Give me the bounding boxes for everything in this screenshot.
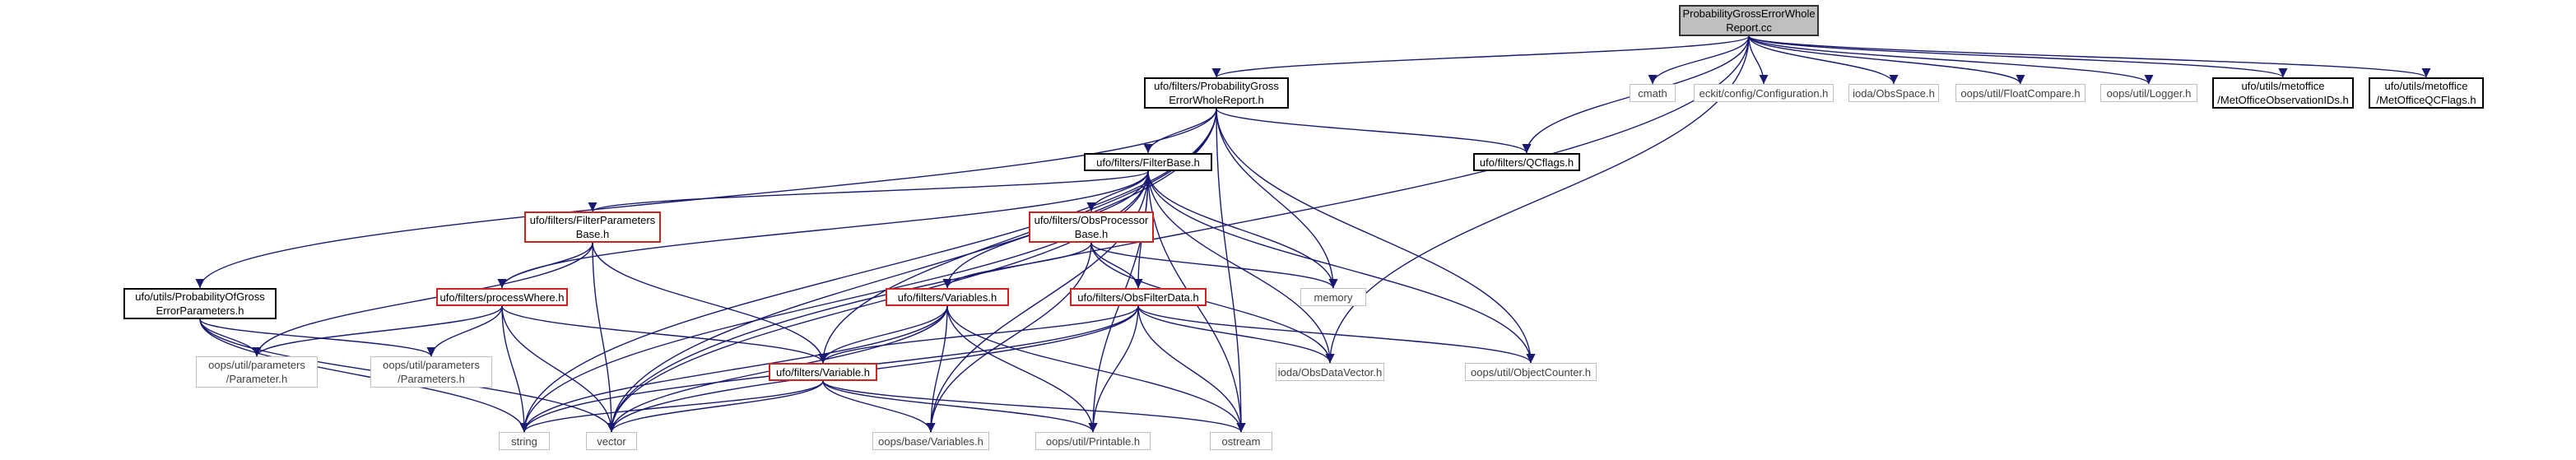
edge-processwhere-to-parameter bbox=[252, 305, 503, 357]
node-variables-h[interactable]: ufo/filters/Variables.h bbox=[886, 288, 1009, 306]
node-obsdatavector[interactable]: ioda/ObsDataVector.h bbox=[1276, 363, 1384, 381]
node-root[interactable]: ProbabilityGrossErrorWhole Report.cc bbox=[1679, 5, 1819, 36]
edge-obsprocessor-to-memory bbox=[1090, 242, 1338, 289]
edge-obsprocessor-to-variables-h bbox=[942, 242, 1092, 289]
edge-root-to-floatcompare bbox=[1748, 35, 2025, 85]
edge-filterbase-to-vector bbox=[607, 170, 1149, 433]
edge-root-to-ioda-obsspace bbox=[1748, 35, 1899, 85]
edge-filterbase-to-objectcounter bbox=[1147, 170, 1536, 364]
node-base-variables[interactable]: oops/base/Variables.h bbox=[872, 432, 989, 450]
edge-obsfilterdata-to-variable-h bbox=[818, 305, 1139, 364]
edge-filterbase-to-string bbox=[519, 170, 1149, 433]
edge-filterbase-to-obsdatavector bbox=[1147, 170, 1335, 364]
node-filterparams[interactable]: ufo/filters/FilterParameters Base.h bbox=[524, 211, 661, 243]
edge-obsfilterdata-to-printable bbox=[1088, 305, 1139, 433]
edge-root-to-obsdatavector bbox=[1325, 35, 1750, 364]
edge-variables-h-to-variable-h bbox=[818, 305, 948, 364]
node-logger[interactable]: oops/util/Logger.h bbox=[2100, 84, 2197, 102]
edge-variable-h-to-string bbox=[519, 380, 824, 433]
edge-processwhere-to-vector bbox=[501, 305, 616, 433]
edge-root-to-vector bbox=[607, 35, 1750, 433]
edge-obsfilterdata-to-obsdatavector bbox=[1137, 305, 1335, 364]
node-variable-h[interactable]: ufo/filters/Variable.h bbox=[769, 363, 877, 381]
edge-filterparams-to-processwhere bbox=[497, 242, 593, 289]
node-ioda-obsspace[interactable]: ioda/ObsSpace.h bbox=[1848, 84, 1939, 102]
edge-obsprocessor-to-base-variables bbox=[926, 242, 1092, 433]
node-cmath[interactable]: cmath bbox=[1630, 84, 1676, 102]
node-probparams[interactable]: ufo/utils/ProbabilityOfGross ErrorParame… bbox=[123, 288, 277, 319]
node-printable[interactable]: oops/util/Printable.h bbox=[1035, 432, 1151, 450]
edge-filterparams-to-parameter bbox=[252, 242, 593, 357]
edge-filterbase-to-memory bbox=[1147, 170, 1338, 289]
edge-probparams-to-string bbox=[199, 318, 529, 433]
edge-obsfilterdata-to-objectcounter bbox=[1137, 305, 1536, 364]
node-parameter[interactable]: oops/util/parameters /Parameter.h bbox=[196, 356, 318, 388]
edge-filterparams-to-variable-h bbox=[592, 242, 828, 364]
edge-variables-h-to-printable bbox=[946, 305, 1098, 433]
edge-root-to-logger bbox=[1748, 35, 2154, 85]
edge-variables-h-to-base-variables bbox=[926, 305, 948, 433]
edge-obsfilterdata-to-ostream bbox=[1137, 305, 1246, 433]
node-metoffice-qcflags[interactable]: ufo/utils/metoffice /MetOfficeQCFlags.h bbox=[2369, 77, 2484, 109]
edge-pgewr-h-to-variable-h bbox=[818, 108, 1217, 364]
node-parameters[interactable]: oops/util/parameters /Parameters.h bbox=[370, 356, 492, 388]
edge-variables-h-to-string bbox=[519, 305, 948, 433]
edge-processwhere-to-string bbox=[501, 305, 529, 433]
edge-pgewr-h-to-ostream bbox=[1216, 108, 1246, 433]
node-obsprocessor[interactable]: ufo/filters/ObsProcessor Base.h bbox=[1029, 211, 1154, 243]
edge-pgewr-h-to-filterbase bbox=[1143, 108, 1217, 154]
node-string[interactable]: string bbox=[499, 432, 550, 450]
edge-pgewr-h-to-memory bbox=[1216, 108, 1338, 289]
edge-pgewr-h-to-objectcounter bbox=[1216, 108, 1536, 364]
edge-variable-h-to-printable bbox=[822, 380, 1098, 433]
edge-pgewr-h-to-qcflags bbox=[1216, 108, 1532, 154]
node-eckit-conf[interactable]: eckit/config/Configuration.h bbox=[1694, 84, 1834, 102]
edge-root-to-metoffice-obsids bbox=[1748, 35, 2288, 78]
edge-root-to-eckit-conf bbox=[1748, 35, 1769, 85]
node-obsfilterdata[interactable]: ufo/filters/ObsFilterData.h bbox=[1070, 288, 1207, 306]
edge-variable-h-to-base-variables bbox=[822, 380, 936, 433]
node-ostream[interactable]: ostream bbox=[1210, 432, 1272, 450]
edge-filterbase-to-filterparams bbox=[588, 170, 1149, 212]
node-objectcounter[interactable]: oops/util/ObjectCounter.h bbox=[1465, 363, 1597, 381]
edge-variables-h-to-ostream bbox=[946, 305, 1246, 433]
node-metoffice-obsids[interactable]: ufo/utils/metoffice /MetOfficeObservatio… bbox=[2212, 77, 2354, 109]
edge-root-to-pgewr-h bbox=[1211, 35, 1750, 78]
edge-filterparams-to-vector bbox=[592, 242, 616, 433]
node-pgewr-h[interactable]: ufo/filters/ProbabilityGross ErrorWholeR… bbox=[1144, 77, 1289, 109]
node-qcflags[interactable]: ufo/filters/QCflags.h bbox=[1473, 153, 1580, 171]
edge-obsprocessor-to-obsdatavector bbox=[1090, 242, 1335, 364]
node-floatcompare[interactable]: oops/util/FloatCompare.h bbox=[1955, 84, 2085, 102]
edge-root-to-metoffice-qcflags bbox=[1748, 35, 2431, 78]
node-vector[interactable]: vector bbox=[586, 432, 637, 450]
edge-probparams-to-parameters bbox=[199, 318, 436, 357]
edge-processwhere-to-variable-h bbox=[501, 305, 828, 364]
edge-root-to-cmath bbox=[1648, 35, 1750, 85]
node-filterbase[interactable]: ufo/filters/FilterBase.h bbox=[1084, 153, 1212, 171]
node-processwhere[interactable]: ufo/filters/processWhere.h bbox=[436, 288, 568, 306]
edge-variable-h-to-ostream bbox=[822, 380, 1246, 433]
edge-variable-h-to-vector bbox=[607, 380, 824, 433]
node-memory[interactable]: memory bbox=[1300, 288, 1366, 306]
